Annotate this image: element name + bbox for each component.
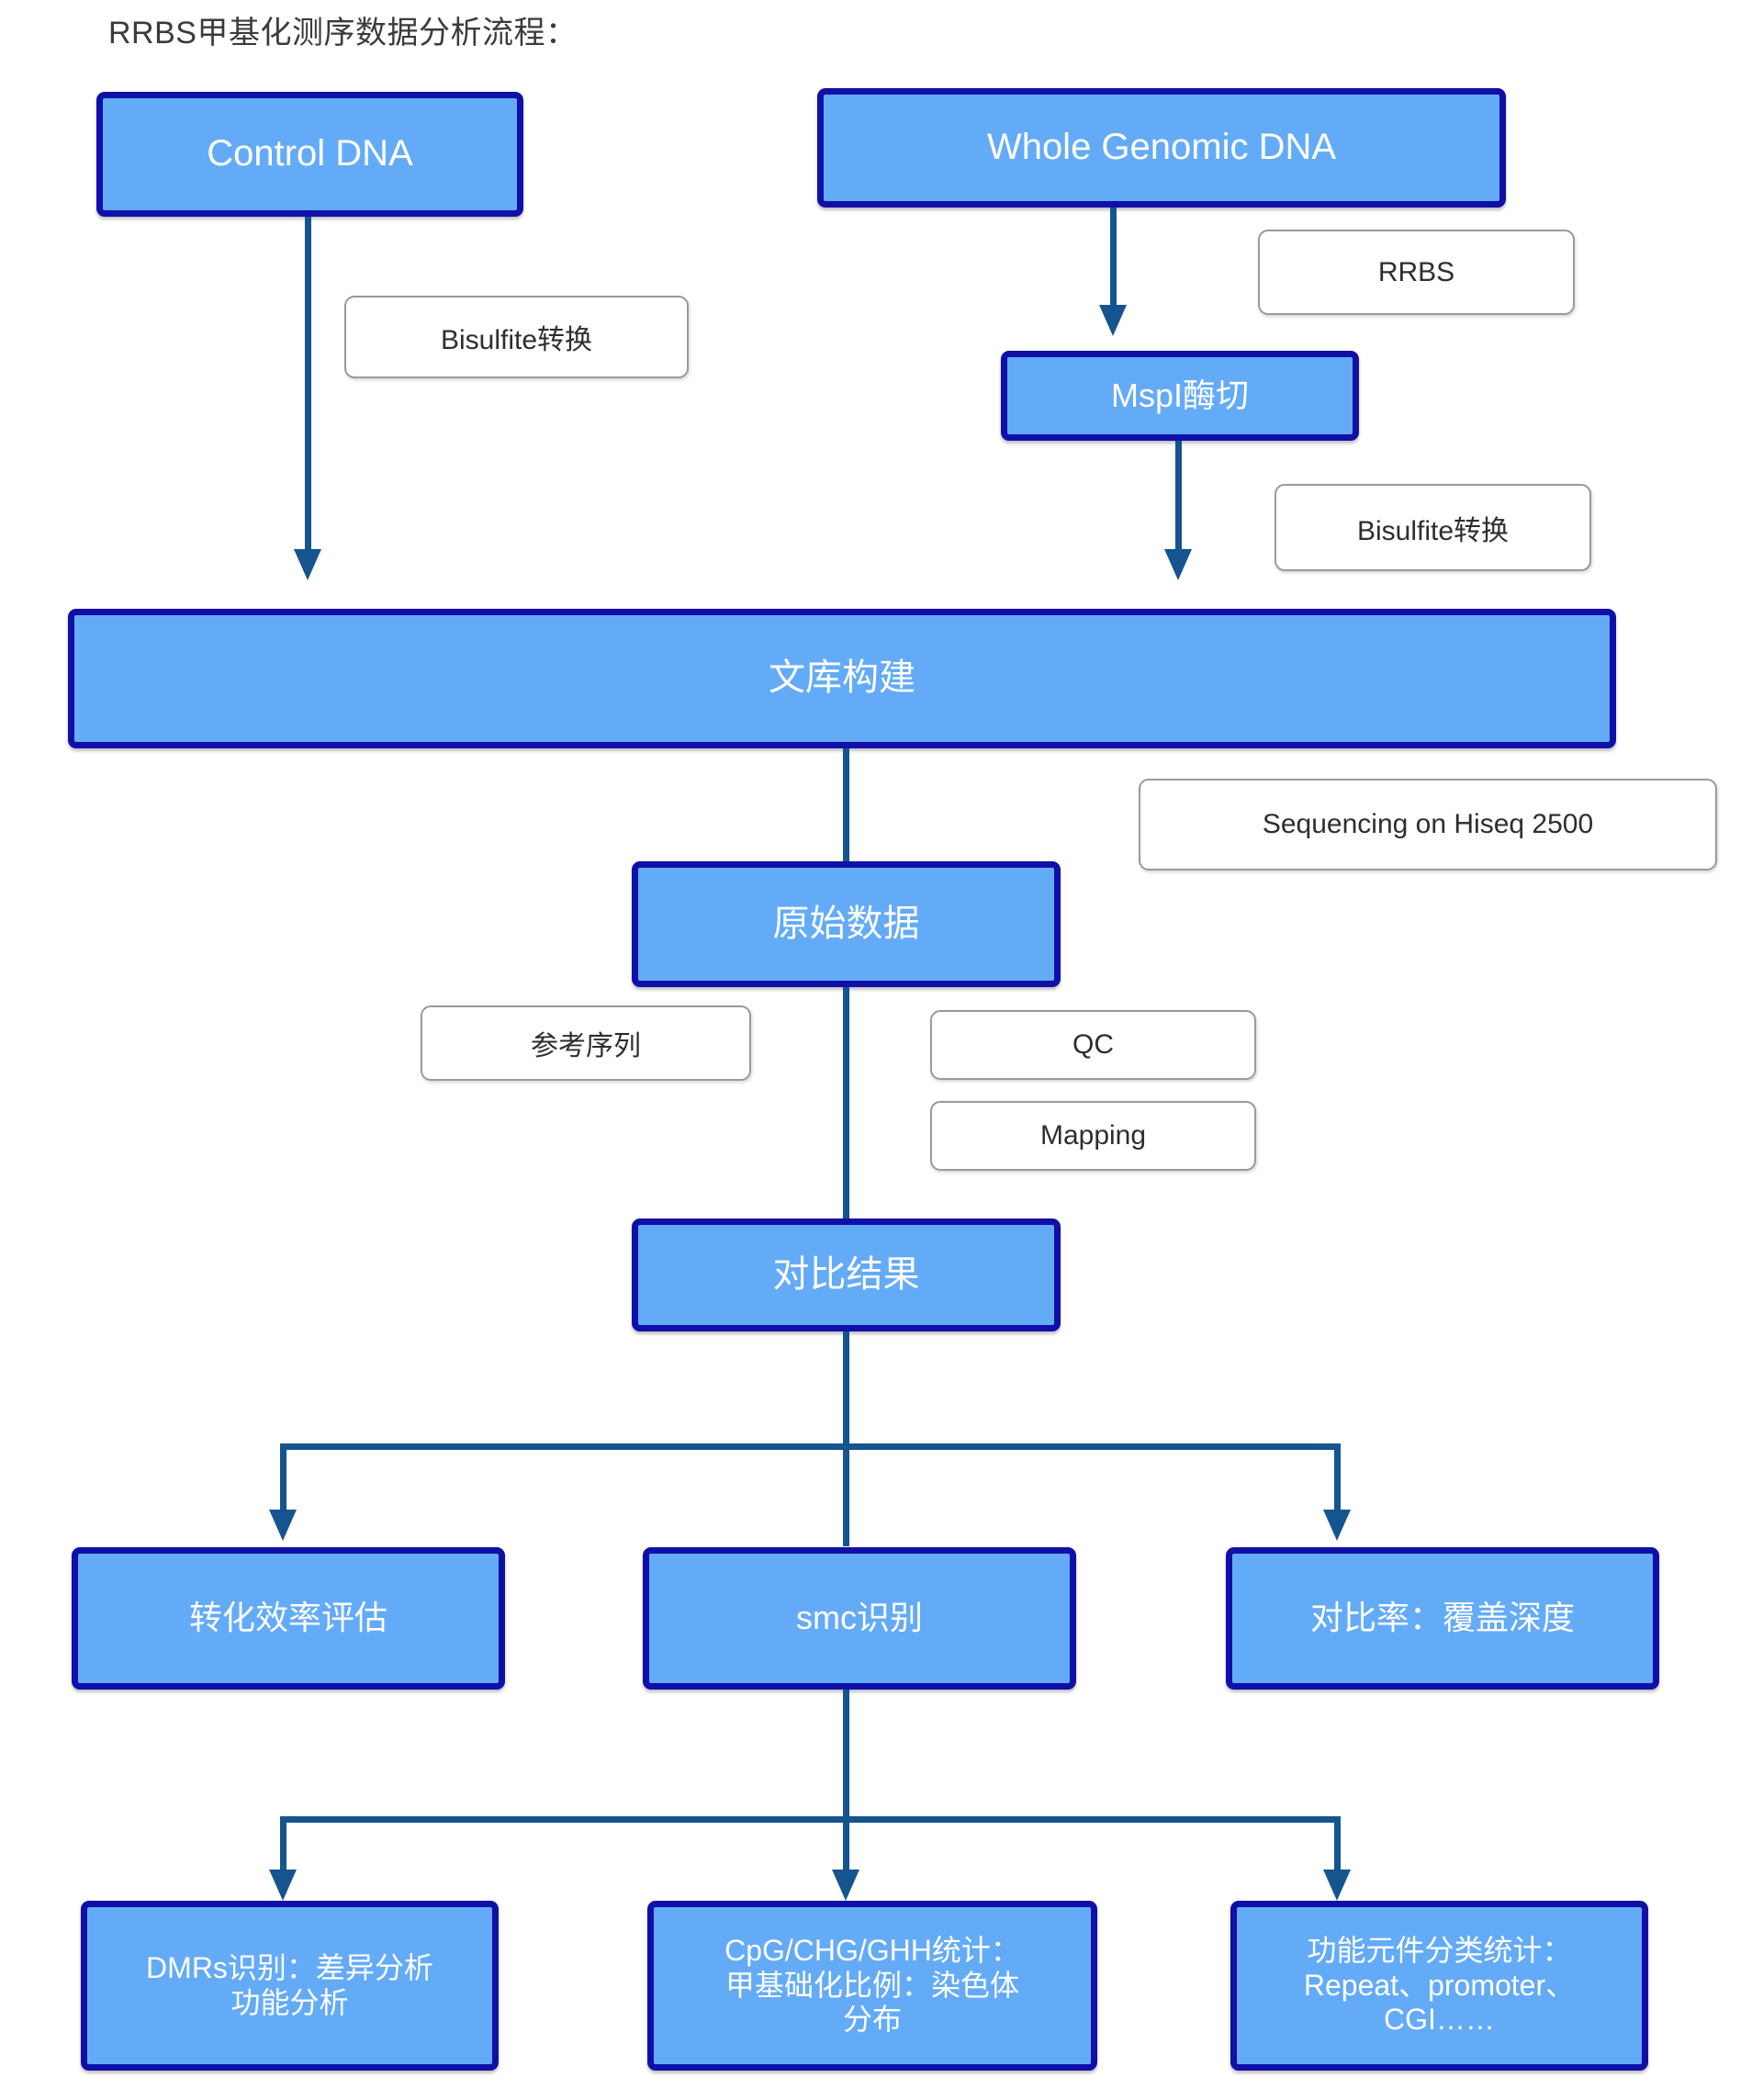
connector-alignment-bus (280, 1443, 1341, 1450)
process-box-alignment-result[interactable]: 对比结果 (632, 1218, 1061, 1331)
process-box-functional-elements[interactable]: 功能元件分类统计： Repeat、promoter、 CGI…… (1230, 1901, 1648, 2071)
arrowhead-control-to-library (294, 549, 321, 580)
connector-branch-left-drop (280, 1443, 286, 1513)
label-mapping[interactable]: Mapping (930, 1101, 1256, 1171)
label-sequencing-text: Sequencing on Hiseq 2500 (1262, 809, 1594, 839)
process-box-mspi-digestion[interactable]: MspI酶切 (1001, 351, 1359, 441)
connector-branch-right-drop (1334, 1443, 1341, 1513)
process-box-mspi-digestion-label: MspI酶切 (1110, 376, 1249, 414)
connector-mspi-to-library (1175, 441, 1182, 553)
connector-branch-center-drop (843, 1443, 849, 1546)
connector-leaf-left-drop (280, 1816, 286, 1873)
process-box-functional-elements-line2: Repeat、promoter、 (1303, 1968, 1576, 2002)
connector-leaf-right-drop (1334, 1816, 1341, 1873)
label-rrbs-text: RRBS (1377, 256, 1455, 287)
arrowhead-mspi-to-library (1164, 549, 1192, 580)
process-box-conversion-efficiency-label: 转化效率评估 (188, 1599, 387, 1637)
label-reference-sequence-text: 参考序列 (531, 1031, 641, 1061)
arrowhead-leaf-left (269, 1870, 297, 1901)
process-box-dmrs-line1: DMRs识别：差异分析 (146, 1950, 433, 1984)
label-reference-sequence[interactable]: 参考序列 (421, 1005, 751, 1081)
process-box-dmrs-line2: 功能分析 (230, 1985, 349, 2019)
label-bisulfite-left-text: Bisulfite转换 (440, 325, 593, 355)
process-box-cpg-stats-line3: 分布 (842, 2003, 902, 2037)
connector-rawdata-to-alignment (843, 987, 849, 1218)
process-box-smc-identification-label: smc识别 (796, 1599, 923, 1637)
arrowhead-branch-right (1323, 1510, 1351, 1541)
process-box-raw-data[interactable]: 原始数据 (632, 861, 1061, 987)
connector-genomic-to-mspi (1110, 208, 1117, 309)
process-box-raw-data-label: 原始数据 (772, 903, 920, 944)
arrowhead-leaf-center (832, 1870, 859, 1901)
process-box-dmrs[interactable]: DMRs识别：差异分析 功能分析 (81, 1901, 499, 2071)
process-box-mapping-rate-depth-label: 对比率：覆盖深度 (1309, 1599, 1575, 1637)
process-box-cpg-stats[interactable]: CpG/CHG/GHH统计： 甲基础化比例：染色体 分布 (647, 1901, 1097, 2071)
process-box-whole-genomic-dna-label: Whole Genomic DNA (986, 127, 1337, 168)
connector-smc-bus (280, 1816, 1341, 1823)
label-qc[interactable]: QC (930, 1010, 1256, 1080)
process-box-control-dna-label: Control DNA (207, 133, 413, 174)
arrowhead-genomic-to-mspi (1099, 305, 1127, 336)
connector-library-to-rawdata (843, 748, 849, 866)
label-sequencing[interactable]: Sequencing on Hiseq 2500 (1139, 779, 1717, 870)
process-box-mapping-rate-depth[interactable]: 对比率：覆盖深度 (1226, 1547, 1659, 1690)
process-box-whole-genomic-dna[interactable]: Whole Genomic DNA (817, 88, 1506, 208)
label-mapping-text: Mapping (1039, 1120, 1147, 1151)
process-box-library-construction-label: 文库构建 (769, 657, 915, 699)
connector-smc-stem (843, 1690, 849, 1820)
label-bisulfite-right[interactable]: Bisulfite转换 (1275, 484, 1591, 571)
page-title: RRBS甲基化测序数据分析流程： (108, 16, 578, 51)
process-box-conversion-efficiency[interactable]: 转化效率评估 (72, 1547, 505, 1690)
label-rrbs[interactable]: RRBS (1258, 230, 1575, 315)
label-bisulfite-left[interactable]: Bisulfite转换 (344, 296, 689, 378)
process-box-alignment-result-label: 对比结果 (772, 1253, 920, 1295)
process-box-functional-elements-line3: CGI…… (1384, 2003, 1495, 2037)
arrowhead-branch-left (269, 1510, 297, 1541)
connector-alignment-stem (843, 1331, 849, 1447)
process-box-library-construction[interactable]: 文库构建 (68, 609, 1616, 748)
process-box-smc-identification[interactable]: smc识别 (643, 1547, 1076, 1690)
label-bisulfite-right-text: Bisulfite转换 (1356, 515, 1510, 546)
process-box-control-dna[interactable]: Control DNA (96, 92, 523, 217)
connector-control-to-library (305, 217, 311, 553)
process-box-cpg-stats-line1: CpG/CHG/GHH统计： (724, 1933, 1020, 1967)
arrowhead-leaf-right (1323, 1870, 1351, 1901)
process-box-cpg-stats-line2: 甲基础化比例：染色体 (724, 1968, 1019, 2002)
connector-leaf-center-drop (843, 1816, 849, 1873)
label-qc-text: QC (1072, 1029, 1114, 1060)
process-box-functional-elements-line1: 功能元件分类统计： (1307, 1933, 1572, 1967)
